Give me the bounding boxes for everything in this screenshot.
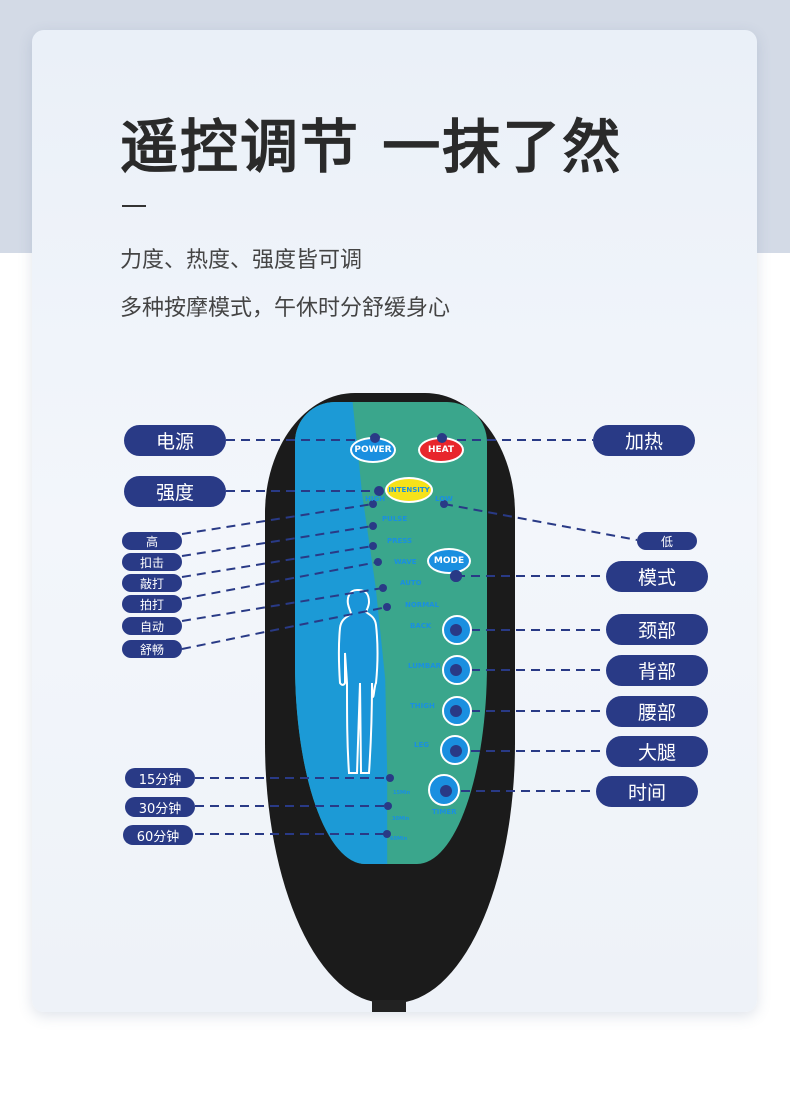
auto-label: AUTO bbox=[400, 579, 422, 587]
label-time: 时间 bbox=[596, 776, 698, 807]
normal-label: NORMAL bbox=[405, 601, 440, 609]
label-pat: 拍打 bbox=[122, 595, 182, 613]
label-knock: 敲打 bbox=[122, 574, 182, 592]
heat-button[interactable]: HEAT bbox=[418, 437, 464, 463]
t30-label: 30Min bbox=[392, 816, 410, 822]
subtitle-2: 多种按摩模式，午休时分舒缓身心 bbox=[120, 296, 451, 321]
lumbar-label: LUMBAR bbox=[408, 662, 442, 670]
timer-button[interactable] bbox=[428, 774, 460, 806]
label-high: 高 bbox=[122, 532, 182, 550]
high-label: HIGH bbox=[365, 495, 386, 503]
label-smooth: 舒畅 bbox=[122, 640, 182, 658]
back-button[interactable] bbox=[442, 655, 472, 685]
neck-button[interactable] bbox=[442, 615, 472, 645]
label-thigh: 大腿 bbox=[606, 736, 708, 767]
t60-label: 60Min bbox=[390, 836, 408, 842]
label-60min: 60分钟 bbox=[123, 825, 193, 845]
intensity-button[interactable]: INTENSITY bbox=[385, 477, 433, 503]
remote-cable bbox=[372, 1000, 406, 1012]
label-back: 背部 bbox=[606, 655, 708, 686]
label-tap: 扣击 bbox=[122, 553, 182, 571]
label-30min: 30分钟 bbox=[125, 797, 195, 817]
back-label: BACK bbox=[410, 622, 432, 630]
page-title: 遥控调节 一抹了然 bbox=[120, 113, 623, 181]
timer-label: TIMER bbox=[432, 808, 457, 816]
label-neck: 颈部 bbox=[606, 614, 708, 645]
label-waist: 腰部 bbox=[606, 696, 708, 727]
label-low: 低 bbox=[637, 532, 697, 550]
subtitle-1: 力度、热度、强度皆可调 bbox=[120, 248, 363, 273]
label-mode: 模式 bbox=[606, 561, 708, 592]
leg-label: LEG bbox=[414, 741, 429, 749]
waist-button[interactable] bbox=[442, 696, 472, 726]
label-auto: 自动 bbox=[122, 617, 182, 635]
wave-label: WAVE bbox=[394, 558, 417, 566]
power-button[interactable]: POWER bbox=[350, 437, 396, 463]
label-power: 电源 bbox=[124, 425, 226, 456]
thigh-button[interactable] bbox=[440, 735, 470, 765]
press-label: PRESS bbox=[387, 537, 413, 545]
label-heat: 加热 bbox=[593, 425, 695, 456]
label-intensity: 强度 bbox=[124, 476, 226, 507]
divider bbox=[122, 205, 146, 207]
t15-label: 15Min bbox=[393, 790, 411, 796]
label-15min: 15分钟 bbox=[125, 768, 195, 788]
mode-button[interactable]: MODE bbox=[427, 548, 471, 574]
pulse-label: PULSE bbox=[382, 515, 408, 523]
thigh-label: THIGH bbox=[410, 702, 435, 710]
low-label: LOW bbox=[435, 495, 453, 503]
